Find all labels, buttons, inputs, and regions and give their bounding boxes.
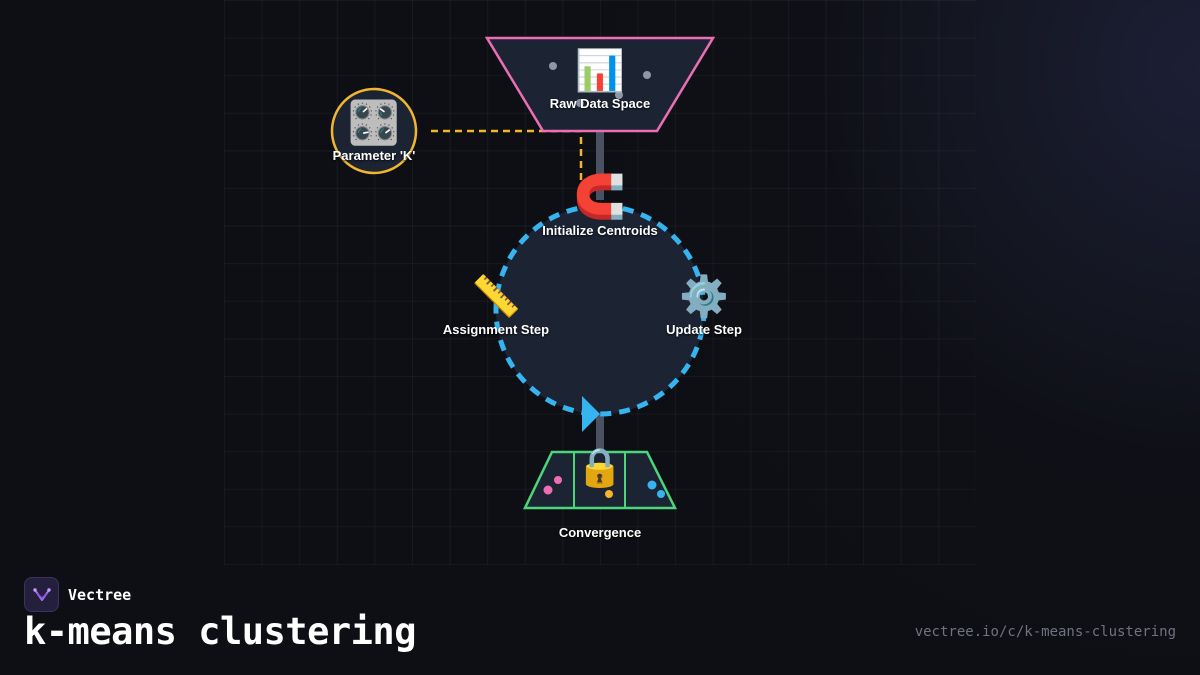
parameter-circle [330,87,418,175]
cluster-point [605,490,613,498]
iteration-cycle [493,203,707,417]
magnet-icon: 🧲 [573,172,627,221]
page-title: k-means clustering [24,610,416,653]
parameter-connector [431,129,583,196]
cycle-arrow-icon [582,396,600,432]
convergence-label: Convergence [558,525,642,540]
control-knobs-icon: 🎛️ [347,98,401,147]
bar-chart-icon: 📊 [575,48,625,94]
source-url[interactable]: vectree.io/c/k-means-clustering [914,624,1176,640]
brand-name: Vectree [68,585,132,604]
lock-icon: 🔒 [576,445,624,489]
cluster-point [543,485,553,495]
assignment-label: Assignment Step [442,322,550,337]
cluster-point [657,490,665,498]
convergence-shape [523,450,678,510]
raw-data-shape [484,36,716,133]
cluster-point [554,476,562,484]
parameter-label: Parameter 'K' [332,148,416,163]
cluster-point [647,480,657,490]
initialize-label: Initialize Centroids [542,223,658,238]
data-point [576,99,584,107]
gear-icon: ⚙️ [679,274,729,320]
raw-data-label: Raw Data Space [549,96,651,111]
data-point [643,71,651,79]
data-point [549,62,557,70]
vectree-logo-icon [24,577,59,612]
ruler-icon: 📏 [471,274,521,320]
data-point [615,91,623,99]
update-label: Update Step [666,322,742,337]
brand[interactable]: Vectree [24,577,131,612]
